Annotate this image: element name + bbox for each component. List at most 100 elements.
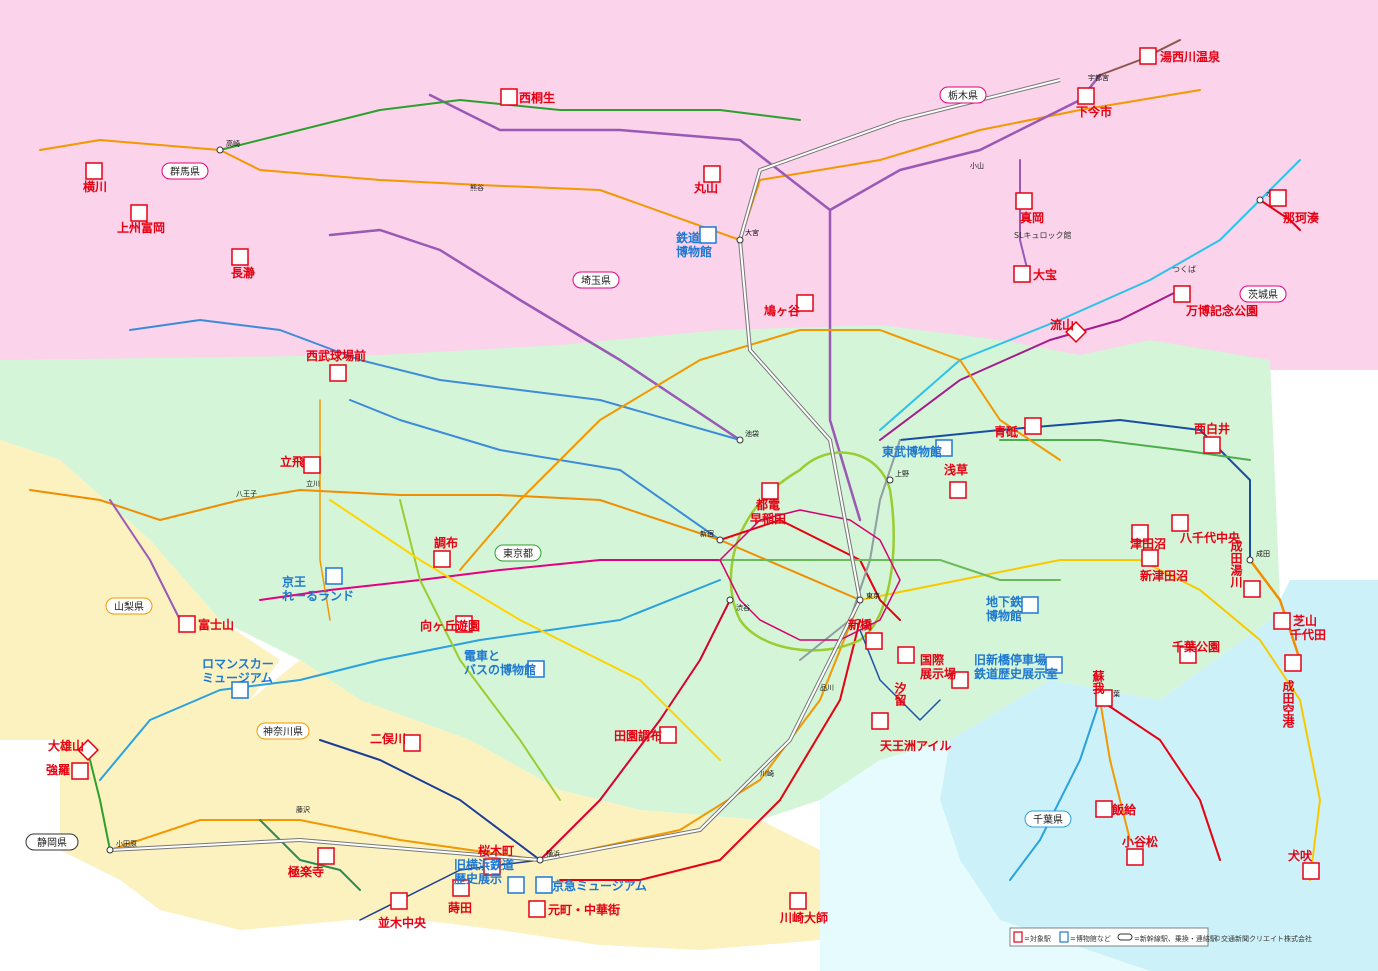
- svg-text:ロマンスカー: ロマンスカー: [202, 657, 274, 671]
- station-dot[interactable]: [886, 476, 894, 484]
- target-station-maruyama[interactable]: 丸山: [693, 165, 721, 195]
- svg-text:新橋: 新橋: [848, 617, 873, 632]
- svg-text:津田沼: 津田沼: [1130, 536, 1166, 551]
- target-station-kominato[interactable]: 小谷松: [1122, 834, 1158, 866]
- target-station-chofu[interactable]: 調布: [433, 535, 458, 568]
- museum-tobu[interactable]: 東武博物館: [882, 439, 953, 459]
- target-station-motomachi[interactable]: 元町・中華街: [528, 900, 620, 918]
- target-station-daiyuzan[interactable]: 大雄山: [48, 738, 99, 761]
- target-station-nishikiryu[interactable]: 西桐生: [500, 88, 555, 106]
- svg-text:天王洲アイル: 天王洲アイル: [880, 739, 951, 753]
- target-station-denenchofu[interactable]: 田園調布: [614, 726, 677, 744]
- svg-text:都電: 都電: [755, 497, 780, 512]
- target-station-nishishiroi[interactable]: 西白井: [1194, 421, 1230, 454]
- target-station-shimoimaichi[interactable]: 下今市: [1076, 87, 1112, 119]
- svg-text:富士山: 富士山: [198, 617, 234, 632]
- target-station-nagareyama[interactable]: 流山: [1050, 317, 1087, 343]
- target-station-goyu[interactable]: 飯給: [1095, 800, 1137, 818]
- target-station-inubo[interactable]: 犬吠: [1288, 848, 1320, 880]
- target-station-joshutomioka[interactable]: 上州富岡: [117, 204, 165, 235]
- target-station-moka[interactable]: 真岡: [1015, 192, 1044, 225]
- station-dot[interactable]: [726, 596, 734, 604]
- target-station-mutsuura[interactable]: 蒔田: [448, 879, 472, 915]
- station-label: 池袋: [745, 429, 759, 438]
- target-station-namikichuo[interactable]: 並木中央: [378, 892, 427, 930]
- line-seibu-ikebukuro: [129, 319, 741, 441]
- target-station-naritakuko[interactable]: 成田空港: [1281, 654, 1302, 729]
- target-station-yachiyochuo[interactable]: 八千代中央: [1171, 514, 1241, 545]
- target-station-chibakoen[interactable]: 千葉公園: [1172, 639, 1220, 664]
- line-tobu-tojo: [328, 228, 742, 442]
- target-station-yunishigawa[interactable]: 湯西川温泉: [1139, 47, 1221, 65]
- legend-target-swatch: [1013, 931, 1023, 943]
- target-station-sakuragicho[interactable]: 桜木町: [478, 843, 514, 876]
- station-label: 品川: [820, 684, 834, 692]
- target-station-fujisan[interactable]: 富士山: [178, 615, 234, 633]
- target-station-shintsudanuma[interactable]: 新津田沼: [1140, 549, 1188, 583]
- line-tama-monorail: [319, 399, 331, 621]
- station-dot[interactable]: [1256, 196, 1264, 204]
- svg-text:飯給: 飯給: [1111, 802, 1137, 817]
- svg-text:上州富岡: 上州富岡: [117, 220, 165, 235]
- target-station-shinbashi[interactable]: 新橋: [848, 617, 883, 650]
- station-dot[interactable]: [736, 236, 744, 244]
- target-station-narita[interactable]: 成田湯川: [1229, 539, 1261, 598]
- target-station-futamatagawa[interactable]: 二俣川: [370, 731, 421, 752]
- target-station-daiho[interactable]: 大宝: [1013, 265, 1057, 283]
- museum-tetsudo[interactable]: 鉄道 博物館: [676, 226, 717, 259]
- target-station-gokurakuji[interactable]: 極楽寺: [288, 847, 335, 879]
- svg-text:茨城県: 茨城県: [1248, 288, 1278, 301]
- station-dot[interactable]: [716, 536, 724, 544]
- station-dot[interactable]: [736, 436, 744, 444]
- museum-kyushinbashi[interactable]: 旧新橋停車場 鉄道歴史展示室: [974, 652, 1063, 681]
- region-yamanashi: [0, 440, 280, 740]
- station-label: 宇都宮: [1088, 73, 1109, 82]
- region-kanagawa: [60, 660, 820, 950]
- svg-text:大宝: 大宝: [1033, 267, 1057, 282]
- target-station-nakaminato[interactable]: 那珂湊: [1269, 189, 1319, 225]
- target-station-kawasakidaishi[interactable]: 川崎大師: [779, 892, 828, 925]
- museum-chikatetsu[interactable]: 地下鉄 博物館: [986, 594, 1039, 623]
- target-station-gora[interactable]: 強羅: [46, 762, 89, 780]
- line-sotetsu: [319, 739, 541, 861]
- museum-keikyu[interactable]: 京急ミュージアム: [535, 876, 647, 894]
- legend-museum-swatch: [1059, 931, 1069, 943]
- svg-text:元町・中華街: 元町・中華街: [548, 902, 620, 917]
- target-station-tsudanuma[interactable]: 津田沼: [1130, 524, 1166, 551]
- station-dot[interactable]: [106, 846, 114, 854]
- target-station-mukogaoka[interactable]: 向ヶ丘遊園: [420, 615, 480, 633]
- museum-denshabus[interactable]: 電車と バスの博物館: [464, 648, 545, 678]
- target-station-soga[interactable]: 蘇我: [1091, 669, 1113, 707]
- svg-text:横川: 横川: [83, 179, 107, 194]
- legend-museum-label: =博物館など: [1070, 934, 1111, 943]
- svg-text:群馬県: 群馬県: [170, 165, 200, 178]
- target-station-kokusai[interactable]: 国際 展示場: [920, 652, 969, 689]
- station-dot[interactable]: [856, 596, 864, 604]
- svg-text:東京都: 東京都: [503, 547, 533, 560]
- museum-yokohama[interactable]: 旧横浜鉄道 歴史展示: [454, 857, 525, 894]
- station-dot[interactable]: [216, 146, 224, 154]
- target-station-yokokawa[interactable]: 横川: [83, 162, 107, 194]
- target-station-seibukyujo[interactable]: 西武球場前: [306, 348, 366, 382]
- target-station-aoto[interactable]: 青砥: [994, 417, 1042, 439]
- target-station-asakusa[interactable]: 浅草: [944, 462, 968, 499]
- line-odakyu: [99, 579, 721, 781]
- target-station-nagatoro[interactable]: 長瀞: [231, 248, 255, 280]
- target-station-bampaku[interactable]: 万博記念公園: [1173, 285, 1258, 318]
- station-dot[interactable]: [536, 856, 544, 864]
- target-station-hatogaya[interactable]: 鳩ヶ谷: [764, 294, 814, 318]
- svg-text:東武博物館: 東武博物館: [882, 444, 942, 459]
- svg-text:鉄道歴史展示室: 鉄道歴史展示室: [974, 666, 1058, 681]
- svg-text:桜木町: 桜木町: [478, 843, 514, 858]
- station-label: 千葉: [1106, 689, 1120, 698]
- target-station-tachihi[interactable]: 立飛: [280, 454, 321, 474]
- target-station-shibayama[interactable]: 芝山 千代田: [1273, 612, 1326, 642]
- target-station-toden[interactable]: 都電 早稲田: [750, 482, 786, 526]
- svg-text:京急ミュージアム: 京急ミュージアム: [552, 878, 647, 893]
- museum-romancecar[interactable]: ロマンスカー ミュージアム: [202, 657, 274, 699]
- museum-keio[interactable]: 京王 れーるランド: [282, 567, 354, 603]
- line-kominato: [1099, 699, 1131, 841]
- target-station-shiodome[interactable]: 汐留: [893, 646, 915, 707]
- target-station-tennozu[interactable]: 天王洲アイル: [871, 712, 951, 753]
- station-dot[interactable]: [1246, 556, 1254, 564]
